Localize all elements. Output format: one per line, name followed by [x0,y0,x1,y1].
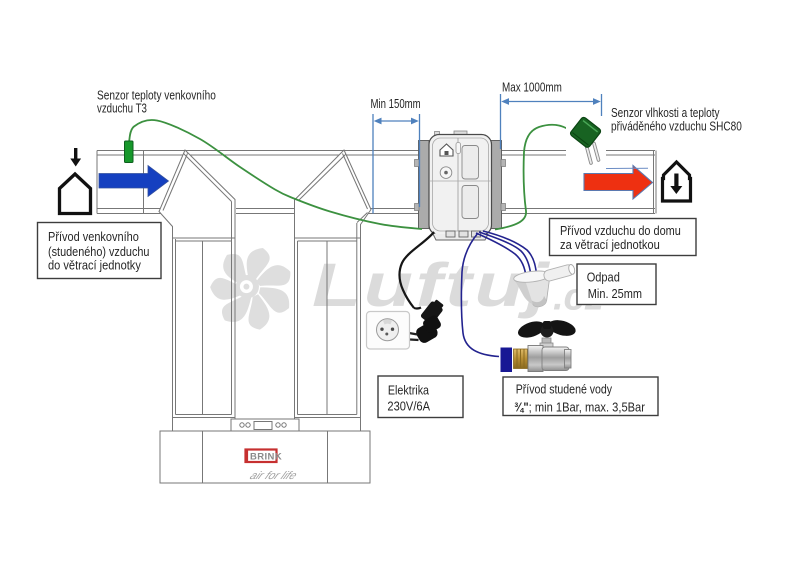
svg-text:BRINK: BRINK [250,451,282,462]
svg-text:Přívod vzduchu do domu: Přívod vzduchu do domu [560,223,681,238]
svg-text:Min 150mm: Min 150mm [371,98,421,112]
svg-text:¾"; min 1Bar, max. 3,5Bar: ¾"; min 1Bar, max. 3,5Bar [514,400,645,415]
svg-text:Max 1000mm: Max 1000mm [502,81,562,95]
svg-text:přiváděného vzduchu SHC80: přiváděného vzduchu SHC80 [611,119,742,134]
svg-text:do větrací jednotky: do větrací jednotky [48,258,141,273]
svg-text:Odpad: Odpad [587,270,620,285]
svg-text:230V/6A: 230V/6A [387,398,430,413]
svg-text:Min. 25mm: Min. 25mm [588,286,642,301]
svg-text:vzduchu T3: vzduchu T3 [97,102,147,116]
svg-text:Přívod venkovního: Přívod venkovního [48,229,139,244]
svg-text:Senzor teploty venkovního: Senzor teploty venkovního [97,88,216,103]
svg-text:(studeného) vzduchu: (studeného) vzduchu [48,244,149,259]
svg-text:Senzor vlhkosti a teploty: Senzor vlhkosti a teploty [611,106,720,121]
svg-text:za větrací jednotkou: za větrací jednotkou [560,237,660,252]
svg-text:air for life: air for life [248,470,300,482]
svg-text:Přívod studené vody: Přívod studené vody [516,381,612,396]
svg-text:Elektrika: Elektrika [388,383,429,398]
